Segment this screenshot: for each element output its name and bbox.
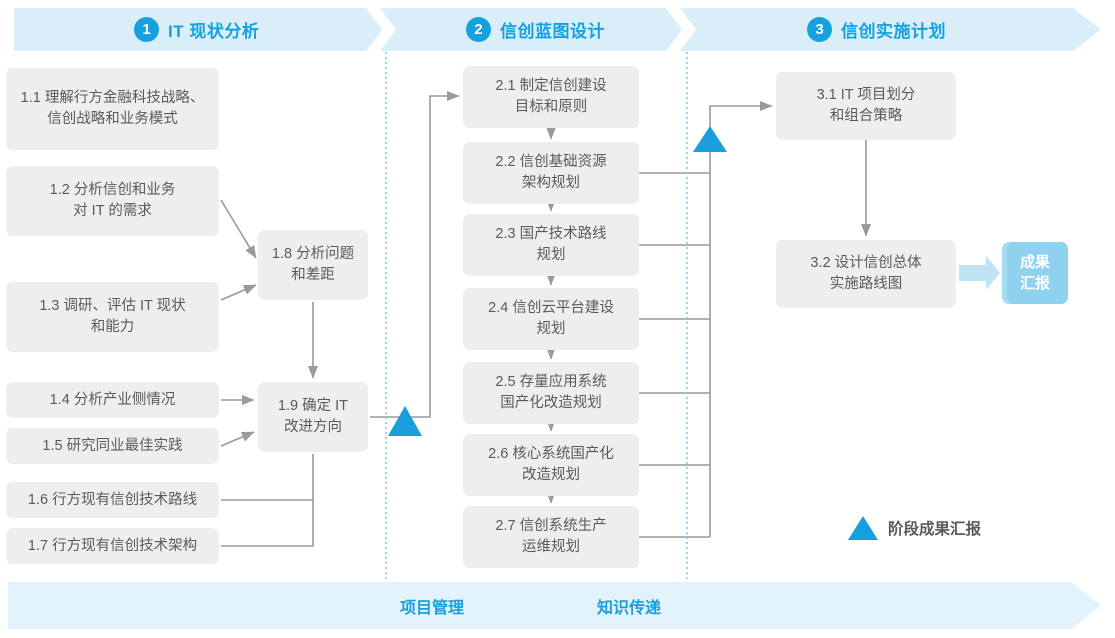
- task-box-1-3[interactable]: 1.3 调研、评估 IT 现状 和能力: [6, 282, 219, 352]
- legend: 阶段成果汇报: [848, 516, 981, 540]
- phase-banner-band: [14, 8, 1101, 51]
- bottom-banner: 项目管理 知识传递: [8, 582, 1101, 629]
- connector-stage2-collector: [639, 100, 773, 538]
- task-box-2-5[interactable]: 2.5 存量应用系统 国产化改造规划: [463, 362, 639, 424]
- task-box-1-9[interactable]: 1.9 确定 IT 改进方向: [258, 382, 368, 452]
- bottom-banner-band: [8, 582, 1101, 629]
- phase-header-banner: 1 IT 现状分析 2 信创蓝图设计 3 信创实施计划: [14, 8, 1101, 51]
- task-box-2-4[interactable]: 2.4 信创云平台建设 规划: [463, 288, 639, 350]
- phase-label-1[interactable]: 1 IT 现状分析: [134, 8, 334, 51]
- phase-title-3: 信创实施计划: [841, 22, 946, 41]
- connector-stage1-to-stage2: [370, 90, 460, 418]
- task-box-3-1[interactable]: 3.1 IT 项目划分 和组合策略: [776, 72, 956, 140]
- phase-title-2: 信创蓝图设计: [500, 22, 605, 41]
- legend-label: 阶段成果汇报: [888, 521, 982, 538]
- milestone-triangle-icon: [848, 516, 878, 540]
- phase-label-3[interactable]: 3 信创实施计划: [807, 8, 1022, 51]
- result-arrow-icon: [959, 256, 1000, 290]
- phase-number-1: 1: [134, 17, 159, 42]
- task-box-1-8[interactable]: 1.8 分析问题 和差距: [258, 230, 368, 300]
- task-box-1-5[interactable]: 1.5 研究同业最佳实践: [6, 428, 219, 464]
- connector-group-stage1: [220, 199, 319, 447]
- milestone-triangle-stage1: [388, 406, 422, 436]
- phase-divider-dotted: [385, 52, 688, 582]
- task-box-1-7[interactable]: 1.7 行方现有信创技术架构: [6, 528, 219, 564]
- task-box-2-6[interactable]: 2.6 核心系统国产化 改造规划: [463, 434, 639, 496]
- task-box-2-2[interactable]: 2.2 信创基础资源 架构规划: [463, 142, 639, 204]
- task-box-2-3[interactable]: 2.3 国产技术路线 规划: [463, 214, 639, 276]
- result-badge[interactable]: 成果 汇报: [1002, 242, 1068, 304]
- bottom-label-project-management: 项目管理: [400, 599, 465, 617]
- connector-group-stage1-bottom: [221, 454, 314, 547]
- milestone-triangle-stage2: [693, 126, 727, 152]
- task-box-1-1[interactable]: 1.1 理解行方金融科技战略、 信创战略和业务模式: [6, 68, 219, 150]
- phase-title-1: IT 现状分析: [168, 22, 260, 41]
- task-box-1-6[interactable]: 1.6 行方现有信创技术路线: [6, 482, 219, 518]
- task-box-3-2[interactable]: 3.2 设计信创总体 实施路线图: [776, 240, 956, 308]
- task-box-1-2[interactable]: 1.2 分析信创和业务 对 IT 的需求: [6, 166, 219, 236]
- bottom-label-knowledge-transfer: 知识传递: [597, 599, 662, 617]
- task-box-1-4[interactable]: 1.4 分析产业侧情况: [6, 382, 219, 418]
- phase-number-2: 2: [466, 17, 491, 42]
- phase-label-2[interactable]: 2 信创蓝图设计: [466, 8, 681, 51]
- phase-number-3: 3: [807, 17, 832, 42]
- task-box-2-1[interactable]: 2.1 制定信创建设 目标和原则: [463, 66, 639, 128]
- task-box-2-7[interactable]: 2.7 信创系统生产 运维规划: [463, 506, 639, 568]
